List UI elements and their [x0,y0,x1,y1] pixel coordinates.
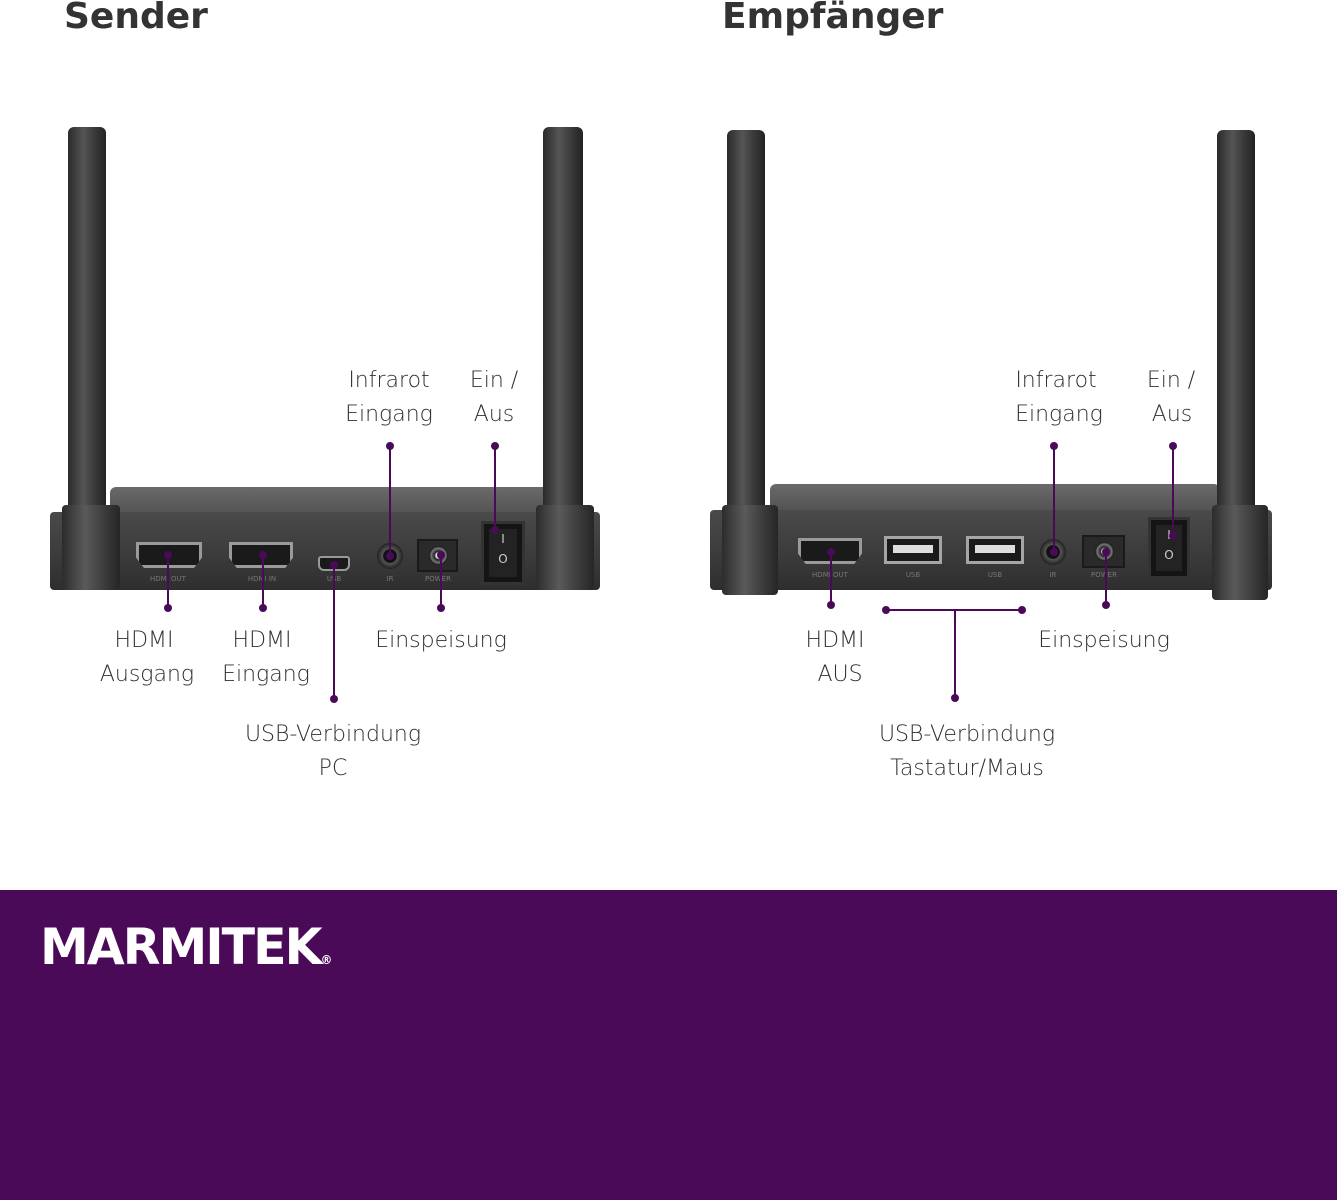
leader-dot [259,551,267,559]
sender-usb-sublabel: PC [318,756,348,781]
sender-device: HDMI OUT HDMI IN USB IR POWER IO [0,0,660,620]
receiver-usb-port-2 [966,536,1024,564]
port-print: USB [987,571,1003,579]
port-print: POWER [425,575,451,583]
receiver-ir-sublabel: Eingang [1015,402,1103,427]
sender-switch-sublabel: Aus [473,402,515,427]
sender-switch-label: Ein / [469,368,519,393]
receiver-hdmi-leader [830,552,832,605]
leader-dot [882,606,890,614]
sender-ir-sublabel: Eingang [345,402,433,427]
port-print: USB [905,571,921,579]
receiver-power-label: Einspeisung [1038,628,1170,653]
receiver-usb-port-1 [884,536,942,564]
leader-dot [827,601,835,609]
leader-dot [386,442,394,450]
sender-hdmi-out-leader [167,555,169,608]
leader-dot [1102,548,1110,556]
leader-dot [330,695,338,703]
receiver-top-face [770,484,1220,514]
port-print: POWER [1091,571,1117,579]
leader-dot [1018,606,1026,614]
leader-dot [1050,548,1058,556]
sender-hdmi-out-sublabel: Ausgang [99,662,195,687]
port-print: IR [1049,571,1057,579]
leader-dot [164,604,172,612]
sender-right-antenna [543,127,583,527]
receiver-usb-leader [954,610,956,698]
receiver-power-leader [1105,552,1107,605]
receiver-right-antenna-base [1212,505,1268,600]
registered-mark: ® [320,953,333,967]
receiver-ir-leader [1053,446,1055,552]
sender-hdmi-in-sublabel: Eingang [222,662,310,687]
receiver-power-jack [1082,535,1125,568]
sender-switch-leader [494,446,496,530]
leader-dot [1169,532,1177,540]
receiver-device: HDMI OUT USB USB IR POWER IO [710,130,1272,600]
leader-dot [330,561,338,569]
receiver-power-switch: IO [1148,517,1190,579]
sender-usb-label: USB-Verbindung [244,722,422,747]
sender-power-label: Einspeisung [375,628,507,653]
leader-dot [1169,442,1177,450]
leader-dot [164,551,172,559]
sender-left-antenna [68,127,106,527]
receiver-usb-sublabel: Tastatur/Maus [890,756,1044,781]
receiver-switch-leader [1172,446,1174,536]
leader-dot [437,551,445,559]
receiver-switch-label: Ein / [1146,368,1196,393]
sender-hdmi-in-leader [262,555,264,608]
receiver-ir-label: Infrarot [1015,368,1097,393]
leader-dot [491,442,499,450]
leader-dot [1050,442,1058,450]
sender-hdmi-out-label: HDMI [114,628,174,653]
port-print: IR [386,575,394,583]
brand-band [0,890,1337,1200]
sender-right-antenna-base [536,505,594,590]
receiver-left-antenna [727,130,765,530]
sender-hdmi-in-label: HDMI [232,628,292,653]
leader-dot [259,604,267,612]
logo-text: MARMITEK [40,918,323,976]
switch-on-symbol: I [1156,525,1182,545]
receiver-hdmi-sublabel: AUS [817,662,863,687]
leader-dot [951,694,959,702]
sender-ir-leader [389,446,391,556]
leader-dot [827,548,835,556]
leader-dot [491,526,499,534]
receiver-right-antenna [1217,130,1255,530]
switch-off-symbol: O [498,552,508,566]
leader-dot [386,552,394,560]
sender-usb-leader [333,565,335,699]
sender-power-leader [440,555,442,608]
sender-title: Sender [64,0,208,37]
sender-left-antenna-base [62,505,120,590]
leader-dot [1102,601,1110,609]
marmitek-logo: MARMITEK® [40,918,332,976]
receiver-switch-sublabel: Aus [1151,402,1193,427]
receiver-usb-label: USB-Verbindung [878,722,1056,747]
switch-off-symbol: O [1164,548,1174,562]
leader-dot [437,604,445,612]
receiver-title: Empfänger [722,0,944,37]
switch-on-symbol: I [501,532,505,546]
receiver-hdmi-label: HDMI [805,628,865,653]
receiver-left-antenna-base [722,505,778,595]
sender-ir-label: Infrarot [348,368,430,393]
